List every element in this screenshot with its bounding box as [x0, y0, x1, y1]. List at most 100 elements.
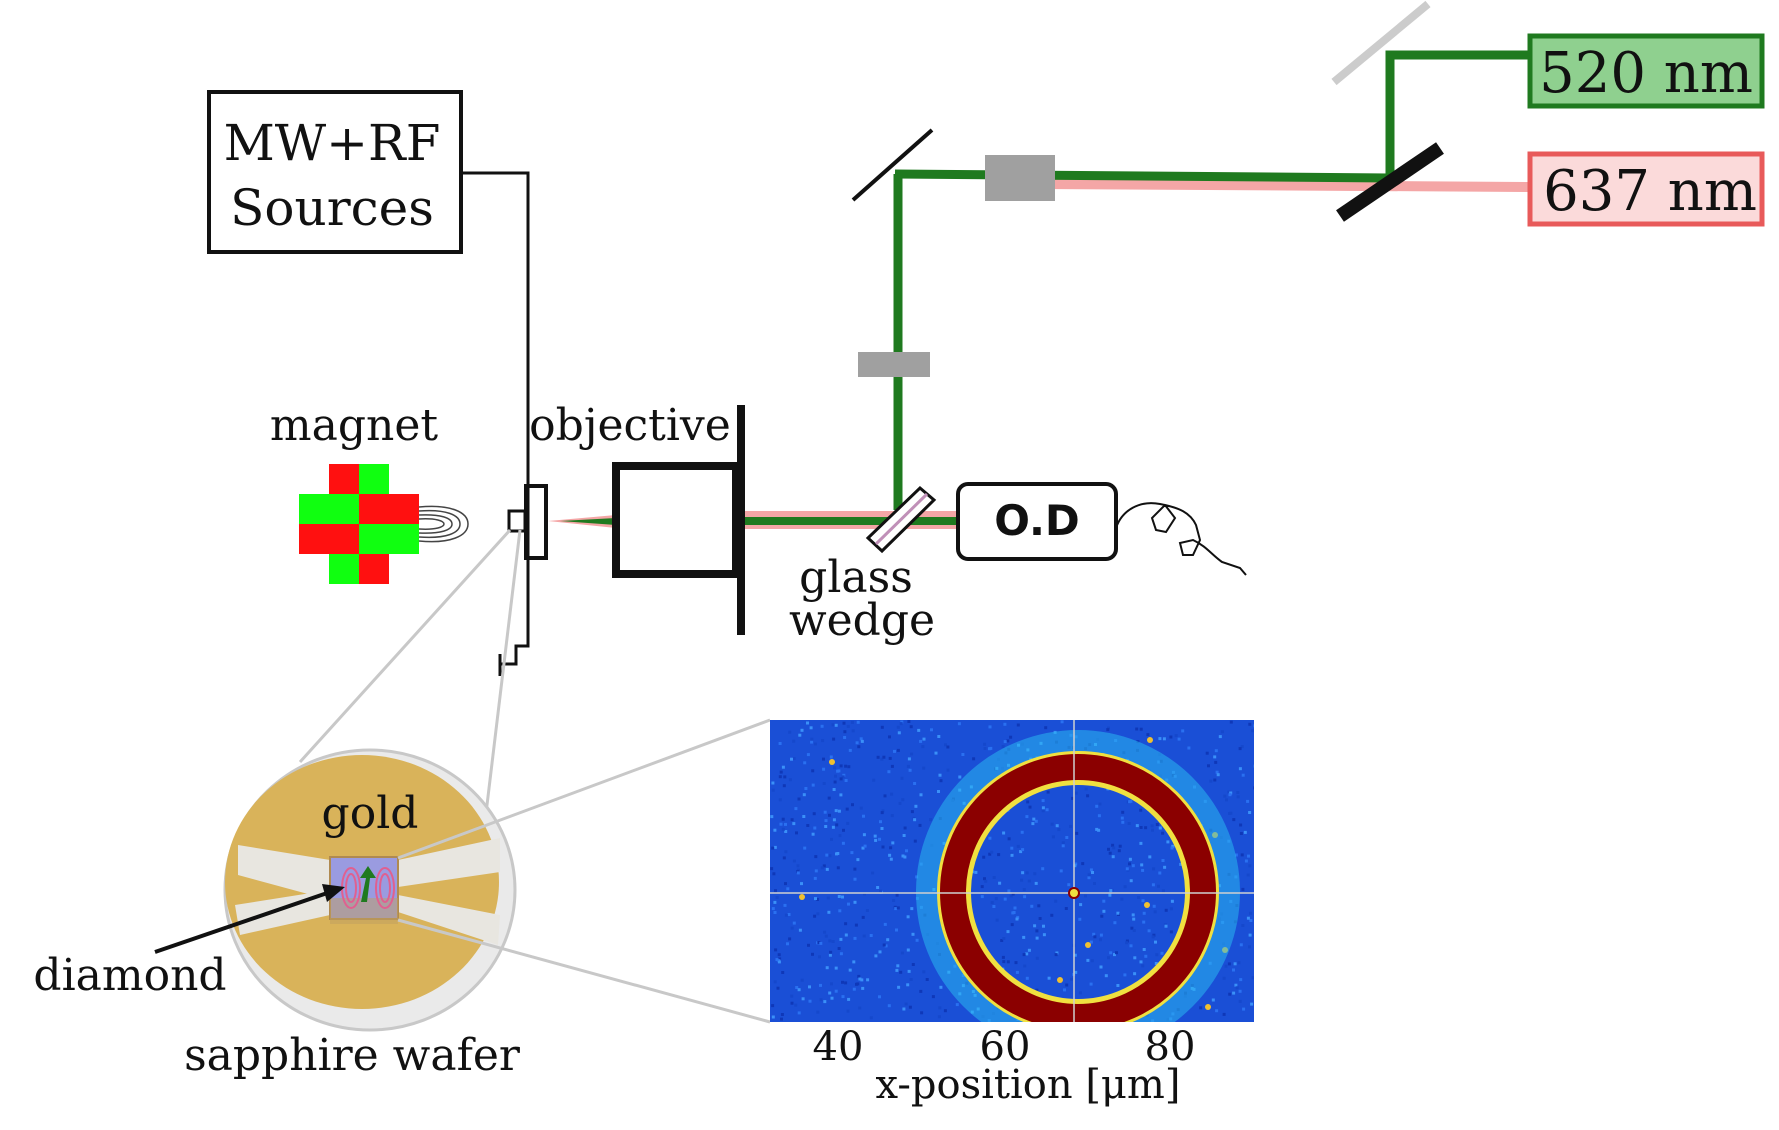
- noise-pixel: [795, 831, 798, 835]
- noise-pixel: [1073, 953, 1077, 957]
- noise-pixel: [901, 854, 905, 858]
- noise-pixel: [1161, 889, 1165, 893]
- noise-pixel: [995, 918, 999, 922]
- noise-pixel: [823, 810, 827, 814]
- zoom-lines-image: [397, 718, 771, 1024]
- noise-pixel: [860, 978, 864, 982]
- noise-pixel: [809, 726, 813, 730]
- noise-pixel: [784, 882, 787, 886]
- noise-pixel: [1125, 941, 1129, 945]
- noise-pixel: [828, 854, 832, 858]
- noise-pixel: [778, 957, 782, 961]
- noise-pixel: [1250, 1002, 1254, 1006]
- noise-pixel: [852, 987, 856, 991]
- noise-pixel: [832, 788, 836, 791]
- noise-pixel: [1214, 749, 1218, 753]
- noise-pixel: [841, 895, 844, 899]
- noise-pixel: [955, 1003, 959, 1007]
- noise-pixel: [772, 872, 776, 876]
- noise-pixel: [937, 735, 941, 738]
- noise-pixel: [808, 985, 811, 989]
- noise-pixel: [824, 934, 828, 938]
- noise-pixel: [803, 761, 807, 765]
- noise-pixel: [883, 794, 887, 798]
- noise-pixel: [841, 980, 844, 984]
- noise-pixel: [837, 769, 841, 773]
- noise-pixel: [797, 797, 801, 801]
- noise-pixel: [835, 823, 839, 827]
- green-beam-to-laser: [1385, 50, 1530, 178]
- noise-pixel: [1090, 959, 1094, 963]
- noise-pixel: [1227, 962, 1231, 966]
- noise-pixel: [922, 970, 926, 974]
- noise-pixel: [1042, 933, 1046, 937]
- noise-pixel: [1246, 916, 1250, 920]
- noise-pixel: [890, 792, 894, 796]
- diamond-pointer: [154, 888, 337, 954]
- noise-pixel: [888, 756, 892, 760]
- noise-pixel: [823, 1000, 827, 1004]
- noise-pixel: [802, 793, 806, 797]
- noise-pixel: [1228, 992, 1232, 996]
- noise-pixel: [1215, 1009, 1219, 1013]
- noise-pixel: [900, 720, 904, 724]
- noise-pixel: [834, 774, 837, 778]
- noise-pixel: [1227, 790, 1231, 794]
- noise-pixel: [1026, 800, 1030, 804]
- noise-pixel: [919, 989, 923, 993]
- noise-pixel: [853, 900, 857, 904]
- noise-pixel: [1211, 998, 1215, 1002]
- noise-pixel: [1116, 911, 1120, 915]
- noise-pixel: [1032, 817, 1036, 821]
- noise-pixel: [778, 742, 782, 745]
- noise-pixel: [929, 818, 933, 822]
- noise-pixel: [901, 798, 905, 802]
- noise-pixel: [1220, 730, 1224, 734]
- noise-pixel: [843, 730, 847, 734]
- noise-pixel: [1235, 986, 1239, 990]
- noise-pixel: [1084, 787, 1088, 791]
- noise-pixel: [842, 721, 846, 725]
- noise-pixel: [847, 765, 851, 769]
- noise-pixel: [1069, 824, 1073, 828]
- noise-pixel: [1213, 778, 1217, 782]
- laser-520-label: 520 nm: [1539, 41, 1753, 106]
- noise-pixel: [778, 798, 782, 802]
- noise-pixel: [778, 775, 782, 779]
- noise-pixel: [774, 889, 777, 893]
- noise-pixel: [1128, 800, 1132, 804]
- noise-pixel: [1199, 1006, 1203, 1010]
- noise-pixel: [882, 755, 886, 759]
- noise-pixel: [1115, 951, 1118, 955]
- noise-pixel: [1006, 739, 1010, 743]
- noise-pixel: [1011, 911, 1015, 915]
- noise-pixel: [775, 958, 779, 962]
- noise-pixel: [846, 821, 850, 825]
- noise-pixel: [1174, 734, 1178, 738]
- noise-pixel: [1170, 846, 1174, 850]
- noise-pixel: [893, 749, 896, 753]
- noise-pixel: [861, 846, 865, 850]
- wafer-label: sapphire wafer: [184, 1030, 521, 1081]
- noise-pixel: [808, 999, 812, 1003]
- noise-pixel: [1133, 972, 1137, 976]
- noise-pixel: [1010, 853, 1014, 857]
- noise-pixel: [1242, 1007, 1246, 1011]
- noise-pixel: [1025, 871, 1029, 875]
- noise-pixel: [1125, 939, 1129, 943]
- noise-pixel: [879, 820, 882, 824]
- noise-pixel: [822, 782, 826, 785]
- sample-holder: [507, 484, 548, 560]
- noise-pixel: [1154, 962, 1158, 965]
- noise-pixel: [834, 723, 838, 727]
- noise-pixel: [1095, 827, 1099, 831]
- noise-pixel: [1177, 737, 1181, 741]
- noise-pixel: [1099, 938, 1102, 942]
- noise-pixel: [896, 964, 900, 968]
- noise-pixel: [834, 989, 838, 993]
- noise-pixel: [854, 923, 858, 927]
- noise-pixel: [974, 870, 978, 874]
- noise-pixel: [863, 844, 867, 848]
- noise-pixel: [1171, 844, 1175, 848]
